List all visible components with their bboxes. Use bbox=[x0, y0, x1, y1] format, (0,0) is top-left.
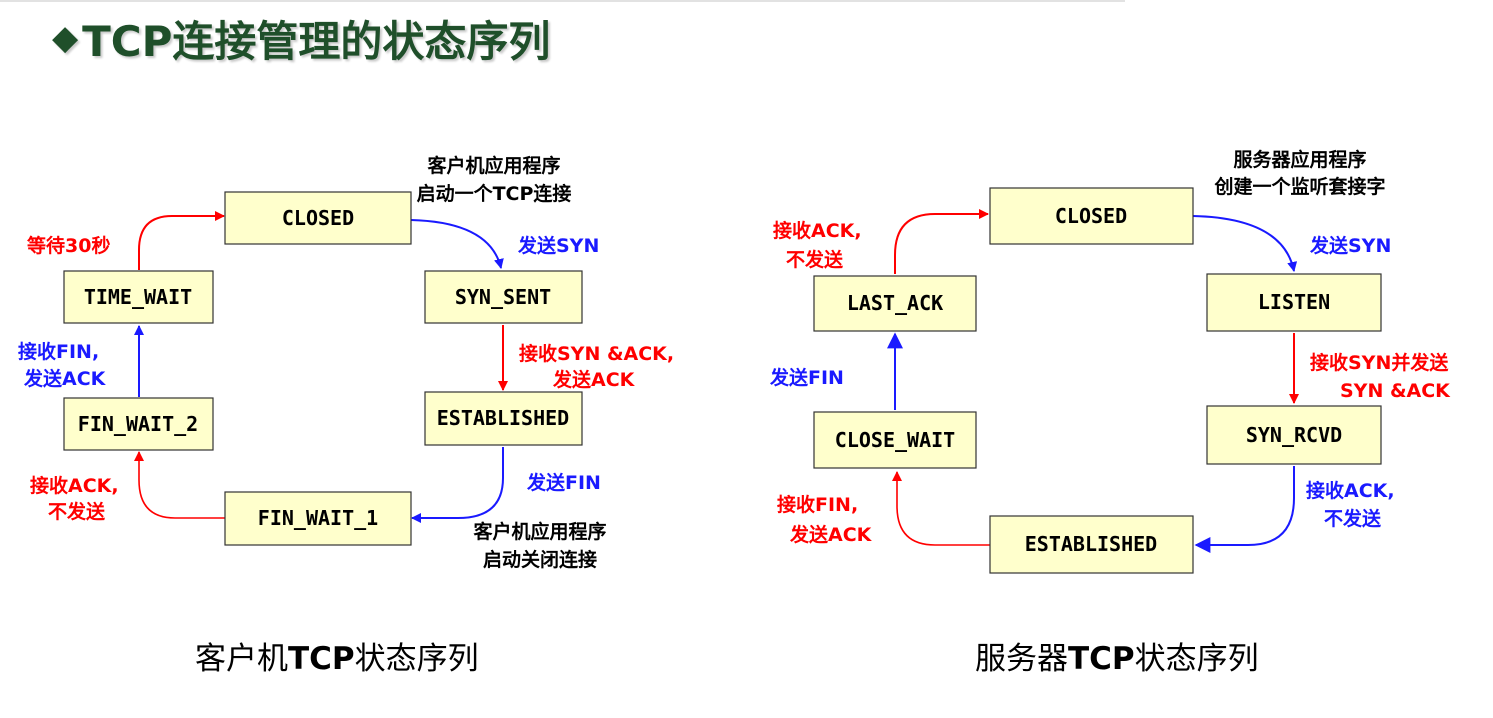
svg-text:接收FIN,: 接收FIN, bbox=[777, 493, 858, 516]
svg-text:发送FIN: 发送FIN bbox=[769, 366, 844, 389]
server-note-recv-ack: 接收ACK, 不发送 bbox=[1306, 479, 1395, 530]
svg-text:发送FIN: 发送FIN bbox=[526, 471, 601, 494]
svg-text:SYN_SENT: SYN_SENT bbox=[455, 285, 551, 309]
client-state-established: ESTABLISHED bbox=[424, 391, 583, 446]
server-note-recv-ack-2: 接收ACK, 不发送 bbox=[773, 219, 862, 271]
svg-text:LAST_ACK: LAST_ACK bbox=[847, 291, 943, 315]
server-arrow-lastack-to-closed bbox=[894, 209, 989, 274]
svg-text:接收SYN并发送: 接收SYN并发送 bbox=[1310, 351, 1449, 374]
diamond-bullet-icon: ◆ bbox=[52, 18, 79, 58]
client-state-fin-wait-2: FIN_WAIT_2 bbox=[63, 397, 214, 451]
svg-text:发送ACK: 发送ACK bbox=[23, 367, 107, 390]
svg-text:客户机TCP状态序列: 客户机TCP状态序列 bbox=[195, 641, 479, 677]
svg-text:CLOSE_WAIT: CLOSE_WAIT bbox=[835, 428, 955, 452]
svg-text:不发送: 不发送 bbox=[1324, 507, 1382, 530]
client-note-wait: 等待30秒 bbox=[26, 234, 110, 257]
client-state-time-wait: TIME_WAIT bbox=[63, 270, 214, 324]
top-divider bbox=[0, 0, 1125, 2]
svg-text:CLOSED: CLOSED bbox=[1055, 204, 1127, 228]
client-note-recv-fin: 接收FIN, 发送ACK bbox=[18, 340, 107, 390]
server-arrow-established-to-closewait bbox=[892, 471, 990, 546]
client-diagram: CLOSED SYN_SENT ESTABLISHED FIN_WAIT_1 F… bbox=[18, 154, 674, 677]
svg-text:不发送: 不发送 bbox=[48, 500, 106, 523]
svg-text:CLOSED: CLOSED bbox=[282, 206, 354, 230]
server-caption: 服务器TCP状态序列 bbox=[975, 641, 1259, 677]
svg-text:接收SYN &ACK,: 接收SYN &ACK, bbox=[519, 342, 674, 365]
client-arrow-established-to-finwait1 bbox=[411, 447, 504, 523]
client-note-recv-synack: 接收SYN &ACK, 发送ACK bbox=[519, 342, 674, 391]
server-state-last-ack: LAST_ACK bbox=[813, 275, 977, 332]
svg-text:SYN_RCVD: SYN_RCVD bbox=[1246, 423, 1342, 447]
slide-title: ◆ TCP连接管理的状态序列 bbox=[52, 8, 550, 68]
client-arrow-finwait1-to-finwait2 bbox=[134, 451, 225, 519]
svg-text:发送ACK: 发送ACK bbox=[789, 523, 873, 546]
client-note-recv-ack: 接收ACK, 不发送 bbox=[30, 474, 119, 523]
client-arrow-closed-to-synsent bbox=[410, 219, 504, 269]
server-state-established: ESTABLISHED bbox=[989, 515, 1194, 574]
svg-text:服务器应用程序: 服务器应用程序 bbox=[1233, 148, 1366, 171]
svg-text:服务器TCP状态序列: 服务器TCP状态序列 bbox=[975, 641, 1259, 677]
svg-text:LISTEN: LISTEN bbox=[1258, 290, 1330, 314]
server-arrow-synrcvd-to-established bbox=[1194, 466, 1295, 553]
server-state-closed: CLOSED bbox=[989, 187, 1194, 245]
svg-text:接收ACK,: 接收ACK, bbox=[773, 219, 862, 242]
server-note-start: 服务器应用程序 创建一个监听套接字 bbox=[1213, 148, 1385, 198]
server-diagram: CLOSED LISTEN SYN_RCVD ESTABLISHED CLOSE… bbox=[769, 148, 1451, 677]
svg-text:启动一个TCP连接: 启动一个TCP连接 bbox=[417, 182, 572, 205]
slide-title-text: TCP连接管理的状态序列 bbox=[82, 16, 551, 66]
svg-text:客户机应用程序: 客户机应用程序 bbox=[427, 154, 560, 177]
client-note-send-fin: 发送FIN bbox=[526, 471, 601, 494]
client-note-close: 客户机应用程序 启动关闭连接 bbox=[473, 520, 606, 571]
server-note-send-fin: 发送FIN bbox=[769, 366, 844, 389]
svg-text:客户机应用程序: 客户机应用程序 bbox=[473, 520, 606, 543]
svg-text:发送SYN: 发送SYN bbox=[1309, 234, 1391, 257]
client-state-syn-sent: SYN_SENT bbox=[424, 270, 583, 324]
svg-text:发送ACK: 发送ACK bbox=[552, 368, 636, 391]
client-arrow-timewait-to-closed bbox=[138, 211, 225, 270]
svg-text:接收ACK,: 接收ACK, bbox=[1306, 479, 1395, 502]
svg-text:启动关闭连接: 启动关闭连接 bbox=[483, 548, 597, 571]
server-note-recv-syn: 接收SYN并发送 SYN &ACK bbox=[1310, 351, 1451, 402]
svg-text:ESTABLISHED: ESTABLISHED bbox=[1025, 532, 1157, 556]
client-note-send-syn: 发送SYN bbox=[517, 234, 599, 257]
svg-text:接收ACK,: 接收ACK, bbox=[30, 474, 119, 497]
svg-text:FIN_WAIT_2: FIN_WAIT_2 bbox=[78, 412, 198, 436]
client-state-fin-wait-1: FIN_WAIT_1 bbox=[224, 491, 412, 546]
svg-text:ESTABLISHED: ESTABLISHED bbox=[437, 406, 569, 430]
svg-text:FIN_WAIT_1: FIN_WAIT_1 bbox=[258, 506, 378, 530]
svg-text:创建一个监听套接字: 创建一个监听套接字 bbox=[1213, 175, 1385, 198]
svg-text:接收FIN,: 接收FIN, bbox=[18, 340, 99, 363]
server-note-send-syn: 发送SYN bbox=[1309, 234, 1391, 257]
server-state-syn-rcvd: SYN_RCVD bbox=[1206, 405, 1382, 465]
server-state-listen: LISTEN bbox=[1206, 273, 1382, 332]
svg-text:等待30秒: 等待30秒 bbox=[26, 234, 110, 257]
server-state-close-wait: CLOSE_WAIT bbox=[813, 411, 977, 469]
svg-text:TIME_WAIT: TIME_WAIT bbox=[84, 285, 192, 309]
svg-text:发送SYN: 发送SYN bbox=[517, 234, 599, 257]
server-arrow-closed-to-listen bbox=[1192, 215, 1298, 272]
svg-text:SYN &ACK: SYN &ACK bbox=[1340, 380, 1451, 402]
svg-text:不发送: 不发送 bbox=[786, 248, 844, 271]
server-note-recv-fin: 接收FIN, 发送ACK bbox=[777, 493, 873, 546]
client-note-start: 客户机应用程序 启动一个TCP连接 bbox=[417, 154, 572, 205]
client-state-closed: CLOSED bbox=[224, 191, 412, 245]
client-caption: 客户机TCP状态序列 bbox=[195, 641, 479, 677]
